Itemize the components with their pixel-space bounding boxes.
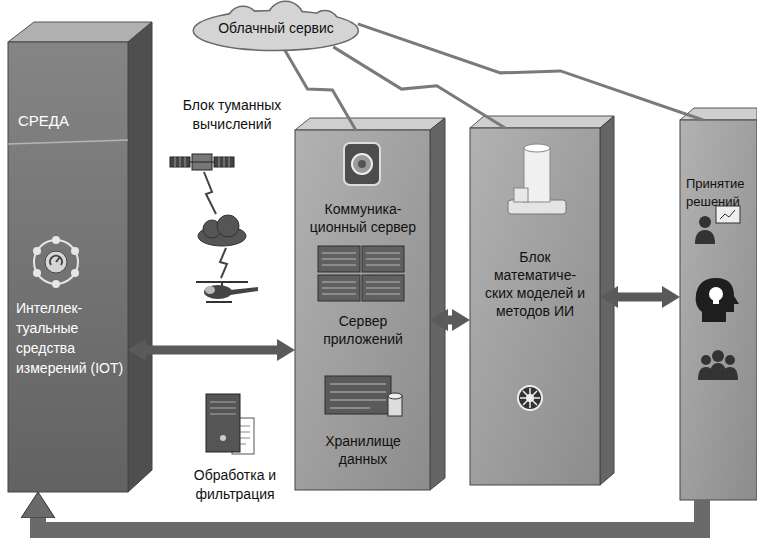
presenter-icon xyxy=(699,216,711,228)
comm-server-icon xyxy=(344,143,380,185)
node-text: Хранилище данных xyxy=(303,432,423,468)
iot-hub-icon xyxy=(52,236,60,244)
math-panel-faces xyxy=(470,116,614,128)
helicopter-icon xyxy=(196,282,258,302)
middle-panel-faces xyxy=(295,118,445,130)
satellite-icon xyxy=(170,154,234,170)
idea-head-icon xyxy=(696,278,739,322)
node-text: Блок математиче- ских моделей и методов … xyxy=(478,248,592,320)
idea-head-icon xyxy=(709,287,723,301)
app-server-icon xyxy=(322,253,400,294)
left-panel-faces xyxy=(8,140,128,144)
wireless-link xyxy=(358,24,703,120)
left-panel-faces xyxy=(8,22,152,492)
storage-icon xyxy=(325,376,402,416)
filter-server-icon xyxy=(210,402,236,414)
data-flow-arrow xyxy=(448,316,452,325)
group-icon xyxy=(698,350,738,380)
ai-column-icon xyxy=(514,188,528,202)
filter-server-icon xyxy=(220,435,226,441)
node-text: Сервер приложений xyxy=(303,312,423,348)
group-icon xyxy=(712,350,724,362)
iot-hub-icon xyxy=(71,269,79,277)
node-text: Коммуника- ционный сервер xyxy=(303,200,423,236)
presenter-icon xyxy=(720,210,735,219)
helm-icon xyxy=(520,388,540,408)
data-flow-arrow xyxy=(618,293,662,302)
data-flow-arrow xyxy=(146,346,277,355)
feedback-arrow xyxy=(38,500,702,530)
iot-hub-icon xyxy=(52,280,60,288)
iot-hub-icon xyxy=(33,247,41,255)
presenter-icon xyxy=(695,230,715,244)
ai-column-icon xyxy=(524,144,550,152)
app-server-icon xyxy=(318,246,404,301)
node-text: Облачный сервис xyxy=(218,19,334,37)
node-text: Принятие решений xyxy=(686,175,754,211)
storage-icon xyxy=(330,384,386,408)
decision-panel: Принятие решений xyxy=(680,120,757,500)
iot-hub-icon xyxy=(56,257,60,262)
storage-icon xyxy=(325,376,391,414)
wireless-link xyxy=(333,47,505,128)
ai-column-icon xyxy=(508,144,566,214)
group-icon xyxy=(725,355,735,365)
iot-hub-icon xyxy=(45,251,67,273)
group-icon xyxy=(701,355,711,365)
decision-panel-faces xyxy=(680,108,757,500)
fog-cloud-icon xyxy=(217,215,239,237)
server-panel: Коммуника- ционный серверСервер приложен… xyxy=(295,130,430,490)
left-panel-faces xyxy=(128,22,152,492)
decision-panel-faces xyxy=(680,120,757,500)
cloud-service: Облачный сервис xyxy=(194,7,358,49)
helicopter-icon xyxy=(204,285,232,299)
iot-hub-icon xyxy=(71,247,79,255)
comm-server-icon xyxy=(352,154,372,174)
fog-cloud-icon xyxy=(198,215,246,246)
storage-icon xyxy=(388,393,402,399)
helm-icon xyxy=(518,386,542,410)
middle-panel-faces xyxy=(430,118,445,490)
idea-head-icon xyxy=(696,278,739,322)
wireless-link xyxy=(284,49,356,130)
node-text: Интеллек- туальные средства измерений (I… xyxy=(16,298,124,378)
iot-hub-icon xyxy=(33,236,79,288)
helicopter-icon xyxy=(230,287,258,295)
decision-panel-faces xyxy=(680,108,757,120)
comm-server-icon xyxy=(344,143,380,185)
middle-panel-faces xyxy=(295,118,445,490)
math-panel-faces xyxy=(470,116,614,485)
idea-head-icon xyxy=(713,300,719,304)
math-panel-faces xyxy=(600,116,614,485)
comm-server-icon xyxy=(358,160,366,168)
helicopter-icon xyxy=(205,286,215,294)
satellite-icon xyxy=(190,162,214,163)
middle-panel-faces xyxy=(295,130,430,490)
left-panel-faces xyxy=(8,42,128,492)
fog-lightning xyxy=(220,248,227,278)
math-panel-faces xyxy=(470,128,600,485)
block-label: Блок туманных вычислений xyxy=(167,96,297,134)
environment-panel: СРЕДА Интеллек- туальные средства измерен… xyxy=(8,42,128,492)
block-label: Обработка и фильтрация xyxy=(176,466,294,504)
iot-hub-icon xyxy=(50,256,62,265)
helm-icon xyxy=(518,386,542,410)
group-icon xyxy=(722,367,738,380)
helicopter-icon xyxy=(206,301,232,303)
filter-server-icon xyxy=(206,394,240,452)
ai-models-panel: Блок математиче- ских моделей и методов … xyxy=(470,128,600,485)
filter-server-icon xyxy=(206,394,254,454)
fog-lightning xyxy=(204,172,216,214)
node-text: СРЕДА xyxy=(18,112,122,130)
iot-hub-icon xyxy=(33,269,41,277)
iot-hub-icon xyxy=(34,240,78,284)
presenter-icon xyxy=(695,206,740,244)
left-panel-faces xyxy=(8,22,152,42)
